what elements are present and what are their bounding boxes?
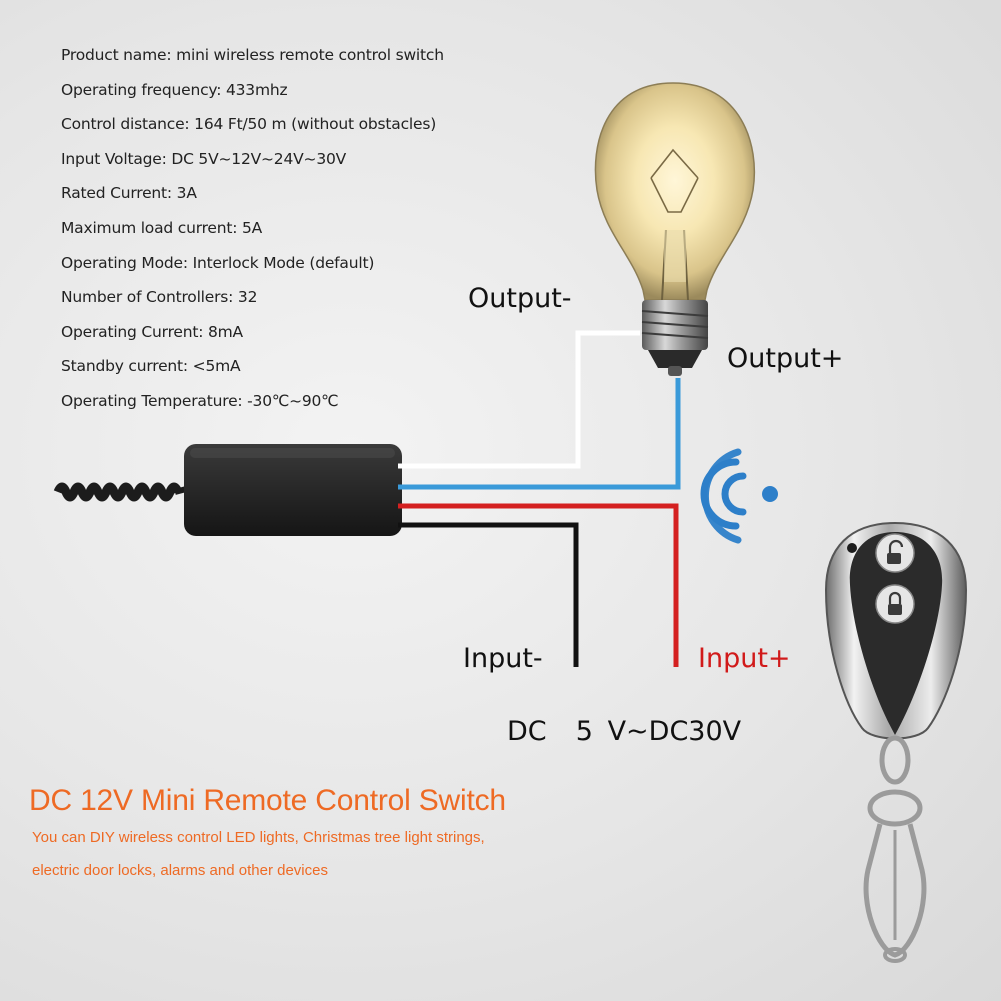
lock-icon <box>888 591 902 615</box>
receiver-box <box>184 444 402 536</box>
description-line-1: You can DIY wireless control LED lights,… <box>32 829 485 846</box>
light-bulb-icon <box>594 82 756 376</box>
label-input-negative: Input- <box>463 643 543 674</box>
spec-item: Operating Temperature: -30℃~90℃ <box>61 391 339 410</box>
spec-item: Rated Current: 3A <box>61 184 197 203</box>
label-output-negative: Output- <box>468 283 572 314</box>
keyring-clasp <box>863 735 927 963</box>
spec-item: Operating Mode: Interlock Mode (default) <box>61 253 375 272</box>
product-title: DC 12V Mini Remote Control Switch <box>29 784 506 817</box>
spec-item: Input Voltage: DC 5V~12V~24V~30V <box>61 149 347 168</box>
receiver-module <box>53 444 402 536</box>
wire-input-neg <box>398 522 579 667</box>
remote-keyfob-icon <box>824 521 968 963</box>
wire-output-neg <box>398 330 640 469</box>
spec-item: Maximum load current: 5A <box>61 218 263 237</box>
lock-button[interactable] <box>875 584 915 624</box>
unlock-button[interactable] <box>875 533 915 573</box>
label-output-positive: Output+ <box>727 343 844 374</box>
wire-input-pos <box>398 503 679 667</box>
spec-item: Standby current: <5mA <box>61 357 241 376</box>
wires <box>398 330 681 667</box>
description-line-2: electric door locks, alarms and other de… <box>32 862 328 879</box>
wire-output-pos <box>398 378 681 490</box>
spec-item: Operating Current: 8mA <box>61 322 243 341</box>
spec-list: Product name: mini wireless remote contr… <box>61 40 444 421</box>
spec-item: Number of Controllers: 32 <box>61 288 258 307</box>
spec-item: Operating frequency: 433mhz <box>61 80 288 99</box>
unlock-icon <box>887 539 904 564</box>
antenna-coil <box>53 482 183 502</box>
led-indicator <box>847 543 857 553</box>
wireless-signal-icon <box>700 448 778 544</box>
label-dc-voltage-range: DC 5 V~DC30V <box>507 716 742 747</box>
spec-item: Control distance: 164 Ft/50 m (without o… <box>61 115 437 134</box>
spec-item: Product name: mini wireless remote contr… <box>61 46 444 64</box>
label-input-positive: Input+ <box>698 643 791 674</box>
